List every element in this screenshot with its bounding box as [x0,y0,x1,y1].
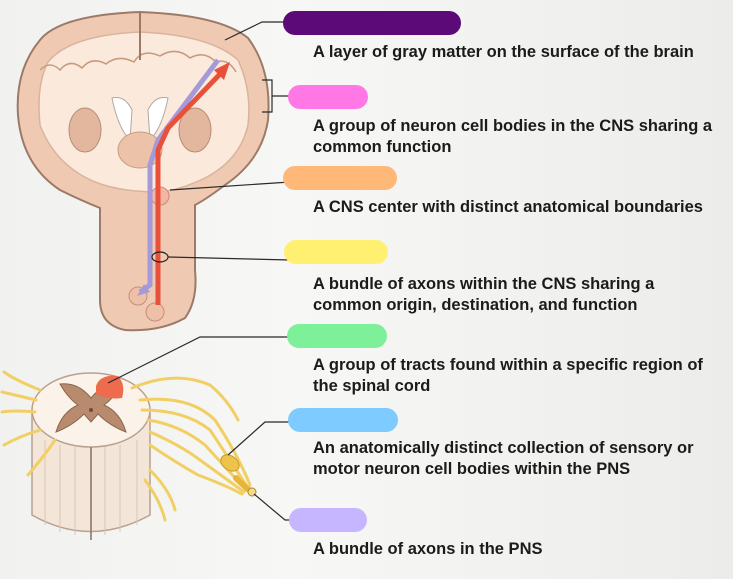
spinal-nerve-fibers [0,370,252,522]
descending-tract [138,58,220,295]
basal-nucleus-left [68,107,102,153]
description-6: An anatomically distinct collection of s… [313,439,694,478]
ascending-tract [155,70,224,305]
label-cover-3 [283,166,397,190]
description-1: A layer of gray matter on the surface of… [313,43,694,61]
basal-nucleus-right [178,107,212,153]
description-3: A CNS center with distinct anatomical bo… [313,198,703,216]
label-cover-1 [283,11,461,35]
leader-line-6 [227,421,290,456]
dorsal-column [96,375,124,399]
label-cover-2 [288,85,368,109]
label-cover-4 [284,240,388,264]
ascending-tract-arrow [214,62,230,80]
label-cover-7 [289,508,367,532]
gyri [39,50,237,73]
description-7: A bundle of axons in the PNS [313,540,543,558]
descending-tract-arrow [137,284,150,296]
description-2: A group of neuron cell bodies in the CNS… [313,117,713,156]
leader-line-3 [169,181,291,191]
label-cover-5 [287,324,387,348]
lateral-ventricle-right [147,97,169,142]
central-canal [89,408,93,412]
description-4: A bundle of axons within the CNS sharing… [313,275,655,314]
description-5: A group of tracts found within a specifi… [313,356,703,395]
leader-line-2 [262,79,273,113]
leader-line-5 [107,336,290,384]
lateral-ventricle-left [111,97,133,142]
leader-line-7 [253,493,292,521]
label-cover-6 [288,408,398,432]
leader-line-1 [224,21,290,41]
leader-line-4 [167,256,291,261]
dorsal-root-ganglion [220,454,240,472]
medulla-nucleus-right [145,302,165,322]
